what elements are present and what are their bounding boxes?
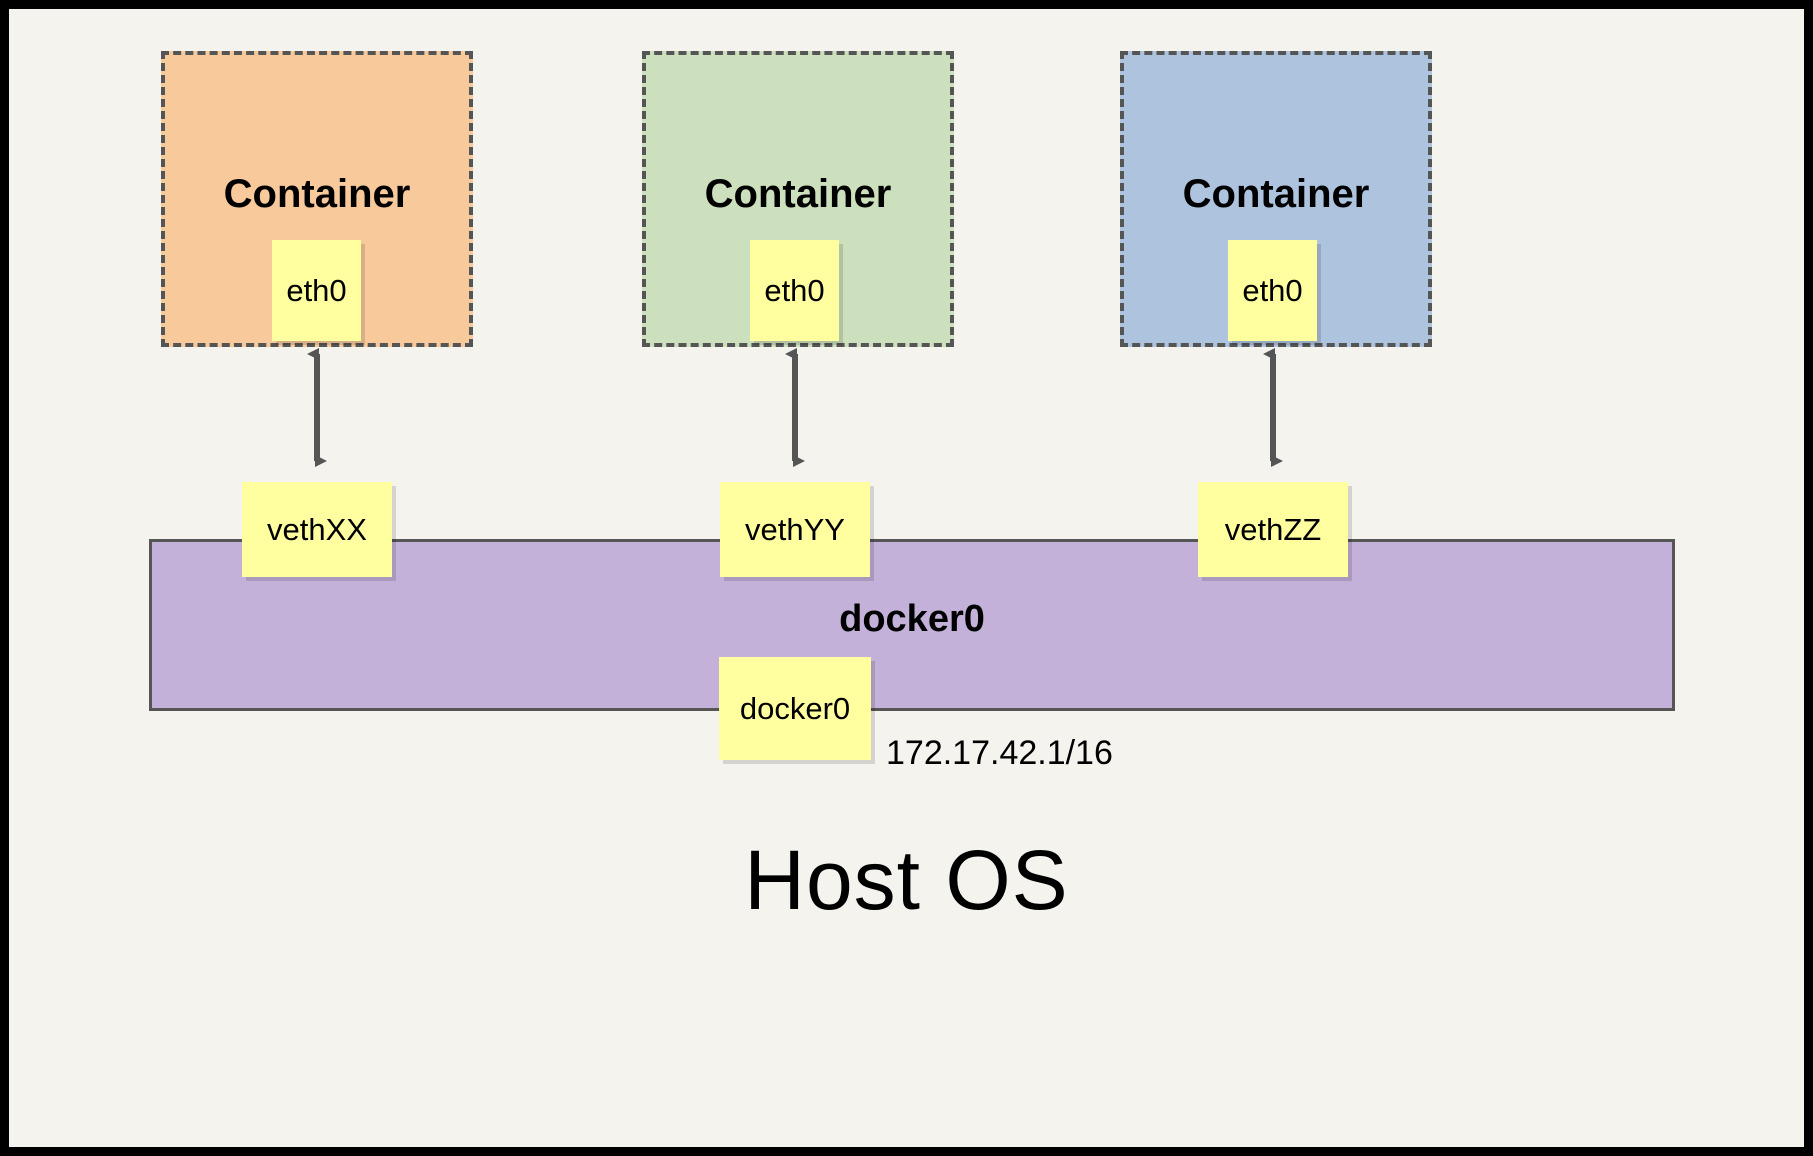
container-title-3: Container — [1182, 172, 1370, 216]
container-title-1: Container — [223, 172, 411, 216]
container-box-3 — [1120, 51, 1432, 347]
arrow-eth0-to-vethxx — [307, 348, 327, 467]
host-os-label: Host OS — [744, 833, 1069, 927]
arrow-eth0-to-vethyy — [785, 348, 805, 467]
veth-chip-1: vethXX — [242, 482, 392, 577]
docker0-bridge — [149, 539, 1675, 711]
container-title-2: Container — [704, 172, 892, 216]
veth-chip-3: vethZZ — [1198, 482, 1348, 577]
eth0-chip-1: eth0 — [272, 240, 361, 341]
docker0-ip-address: 172.17.42.1/16 — [886, 734, 1113, 772]
docker0-interface-chip: docker0 — [719, 657, 871, 760]
arrow-eth0-to-vethzz — [1263, 348, 1283, 467]
eth0-chip-2: eth0 — [750, 240, 839, 341]
eth0-chip-3: eth0 — [1228, 240, 1317, 341]
docker0-bridge-label: docker0 — [839, 598, 985, 640]
veth-chip-2: vethYY — [720, 482, 870, 577]
